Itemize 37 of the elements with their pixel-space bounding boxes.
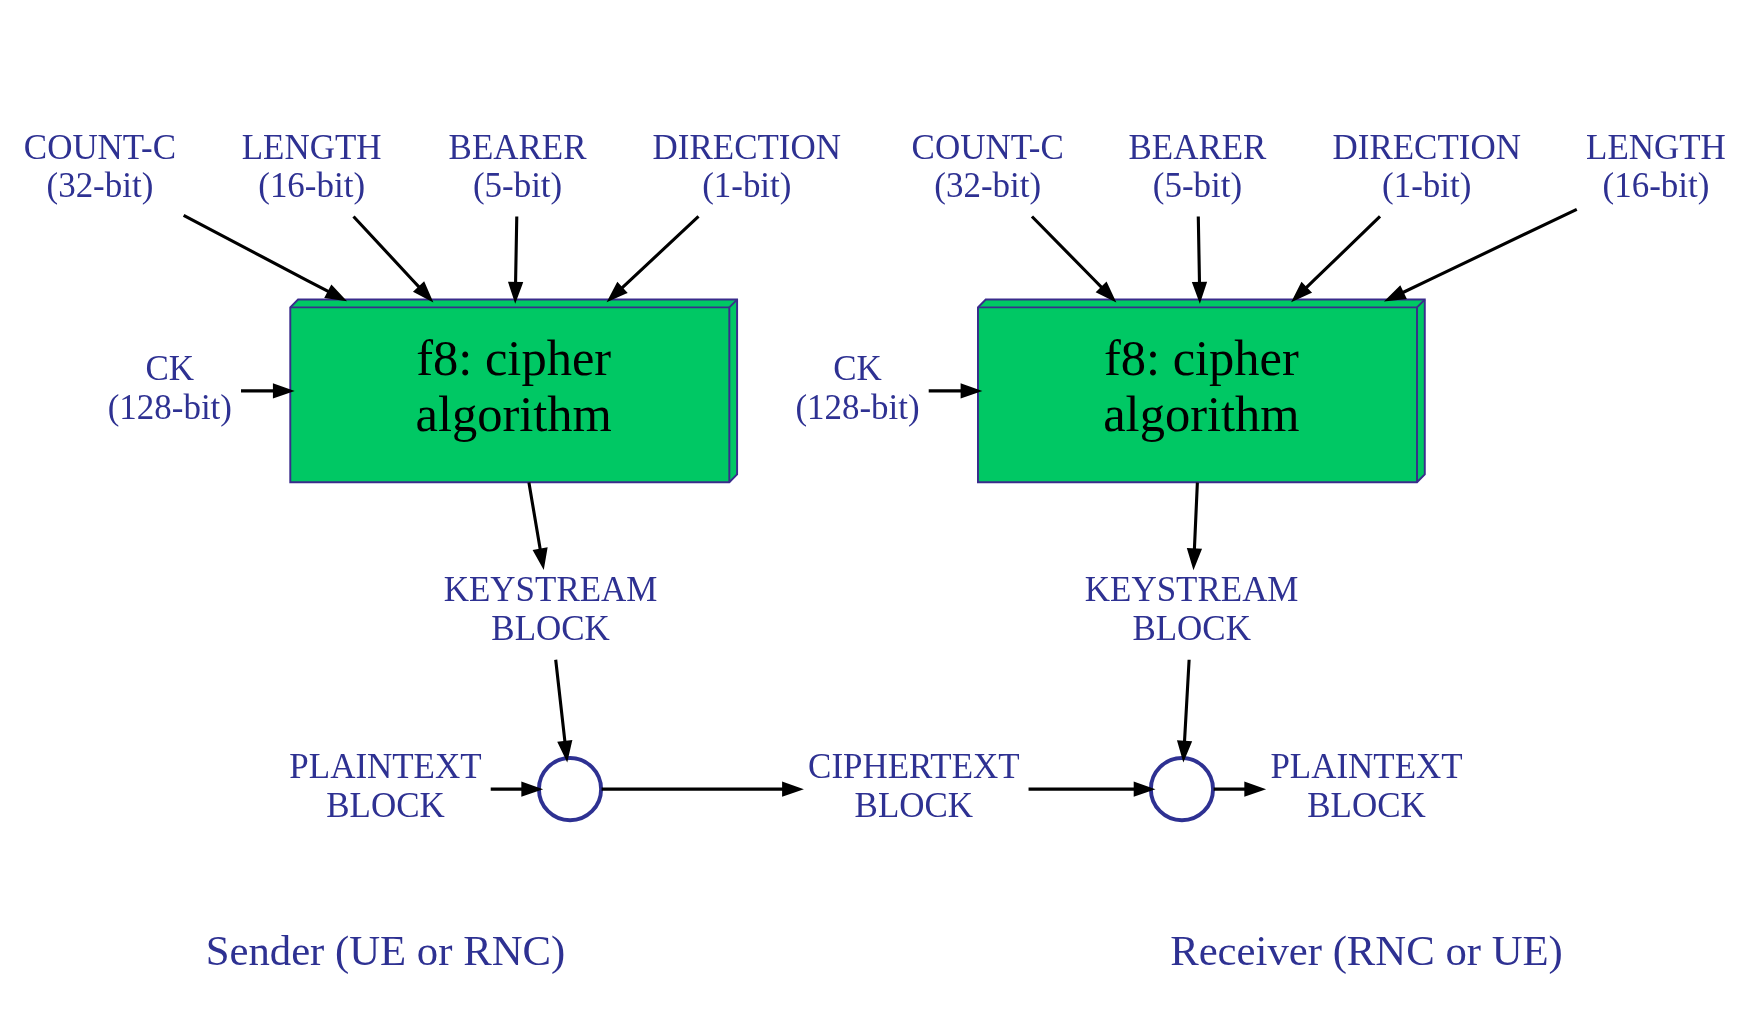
arrow bbox=[1176, 659, 1193, 763]
node-text: PLAINTEXT BLOCK bbox=[1270, 747, 1463, 826]
arrow bbox=[1030, 215, 1117, 303]
node-text: LENGTH (16-bit) bbox=[1586, 127, 1726, 206]
arrow bbox=[1186, 482, 1203, 571]
arrow bbox=[490, 781, 544, 797]
arrow bbox=[554, 659, 573, 763]
arrow bbox=[352, 215, 434, 303]
node-text: KEYSTREAM BLOCK bbox=[1084, 570, 1299, 649]
arrow bbox=[1291, 215, 1382, 303]
node-circle bbox=[537, 756, 604, 823]
arrow bbox=[928, 383, 983, 399]
label: Sender (UE or RNC) bbox=[205, 927, 566, 975]
arrow bbox=[1191, 216, 1208, 304]
node-text: DIRECTION (1-bit) bbox=[652, 127, 841, 206]
label: Receiver (RNC or UE) bbox=[1170, 927, 1563, 975]
arrow bbox=[507, 216, 524, 304]
arrow bbox=[1028, 781, 1156, 797]
node-text: COUNT-C (32-bit) bbox=[911, 127, 1064, 206]
arrow bbox=[1383, 207, 1578, 302]
node-circle bbox=[1148, 756, 1215, 823]
node-text: CK (128-bit) bbox=[107, 349, 232, 427]
arrow bbox=[241, 383, 295, 399]
node-text: BEARER (5-bit) bbox=[1128, 127, 1267, 206]
node-text: LENGTH (16-bit) bbox=[241, 127, 382, 206]
node-text: COUNT-C (32-bit) bbox=[23, 127, 176, 206]
node-text: KEYSTREAM BLOCK bbox=[443, 570, 658, 649]
node-text: CIPHERTEXT BLOCK bbox=[808, 747, 1020, 826]
arrow bbox=[1213, 781, 1267, 797]
node-text: BEARER (5-bit) bbox=[448, 127, 587, 206]
arrow bbox=[601, 781, 804, 797]
arrow bbox=[182, 214, 348, 302]
arrow bbox=[606, 215, 700, 303]
node-text: CK (128-bit) bbox=[795, 349, 920, 427]
arrow bbox=[527, 482, 548, 571]
node-text: PLAINTEXT BLOCK bbox=[289, 747, 482, 826]
node-text: DIRECTION (1-bit) bbox=[1332, 127, 1521, 206]
